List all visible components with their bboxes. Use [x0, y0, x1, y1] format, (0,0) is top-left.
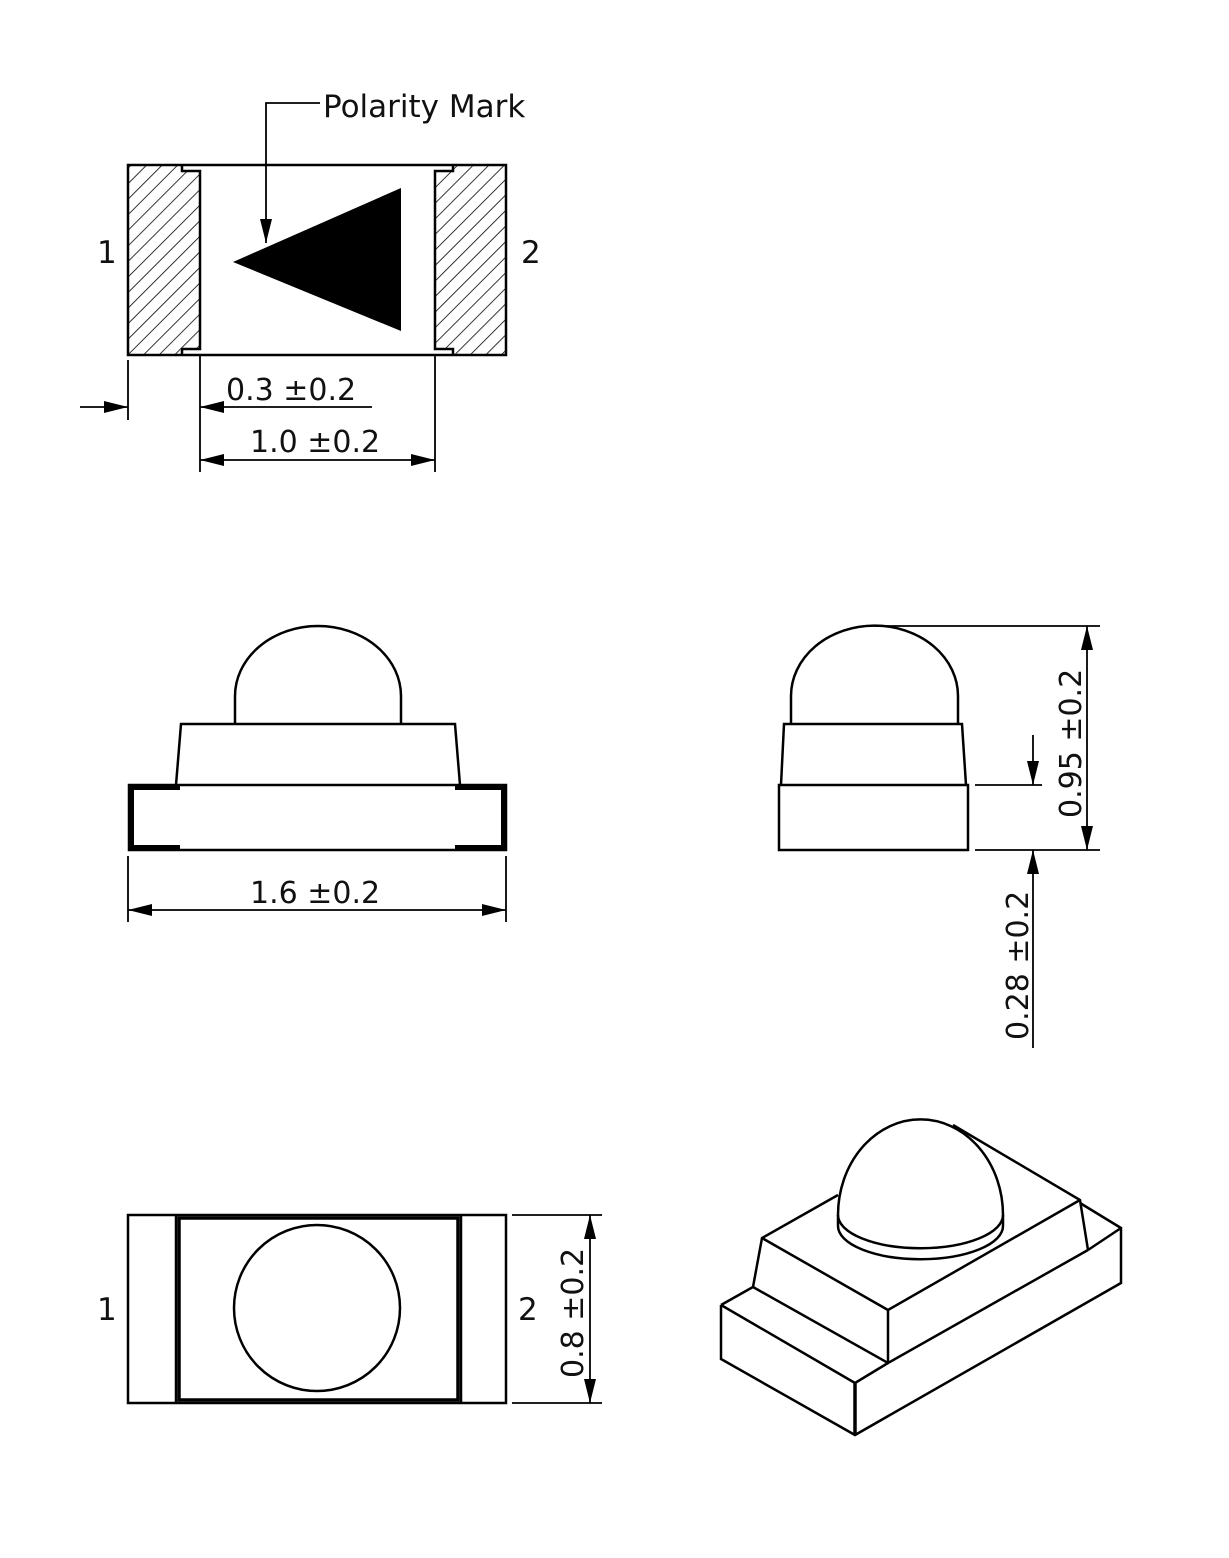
- pad-gap-dimension: 1.0 ±0.2: [250, 425, 380, 460]
- pin-2-label-bottom: 2: [518, 1292, 538, 1328]
- width-dimension: 0.8 ±0.2: [556, 1248, 591, 1378]
- end-dome: [789, 624, 960, 724]
- pin-1-label-bottom: 1: [97, 1292, 117, 1328]
- left-pad-hatch: [129, 166, 182, 354]
- lens-circle: [232, 1223, 402, 1393]
- body-trapezoid: [174, 722, 462, 786]
- polarity-triangle: [233, 188, 401, 331]
- isometric-view: [719, 1118, 1123, 1437]
- pin-2-label: 2: [521, 235, 541, 271]
- pad-width-dimension: 0.3 ±0.2: [226, 373, 356, 408]
- pin-1-label: 1: [97, 235, 117, 271]
- right-pad-hatch: [453, 166, 506, 354]
- top-view: Polarity Mark 1 2 0.3 ±0.2 1.0 ±0.2: [80, 89, 541, 472]
- polarity-mark-label: Polarity Mark: [323, 89, 525, 125]
- base-height-dimension: 0.28 ±0.2: [1001, 891, 1036, 1040]
- dome-lens: [233, 624, 403, 724]
- bottom-view: 1 2 0.8 ±0.2: [97, 1213, 602, 1405]
- package-outline: [126, 163, 508, 357]
- end-view: 0.95 ±0.2 0.28 ±0.2: [777, 624, 1100, 1048]
- base-outline: [127, 783, 508, 852]
- length-dimension: 1.6 ±0.2: [250, 876, 380, 911]
- side-view: 1.6 ±0.2: [127, 624, 508, 922]
- height-dimension: 0.95 ±0.2: [1054, 669, 1089, 818]
